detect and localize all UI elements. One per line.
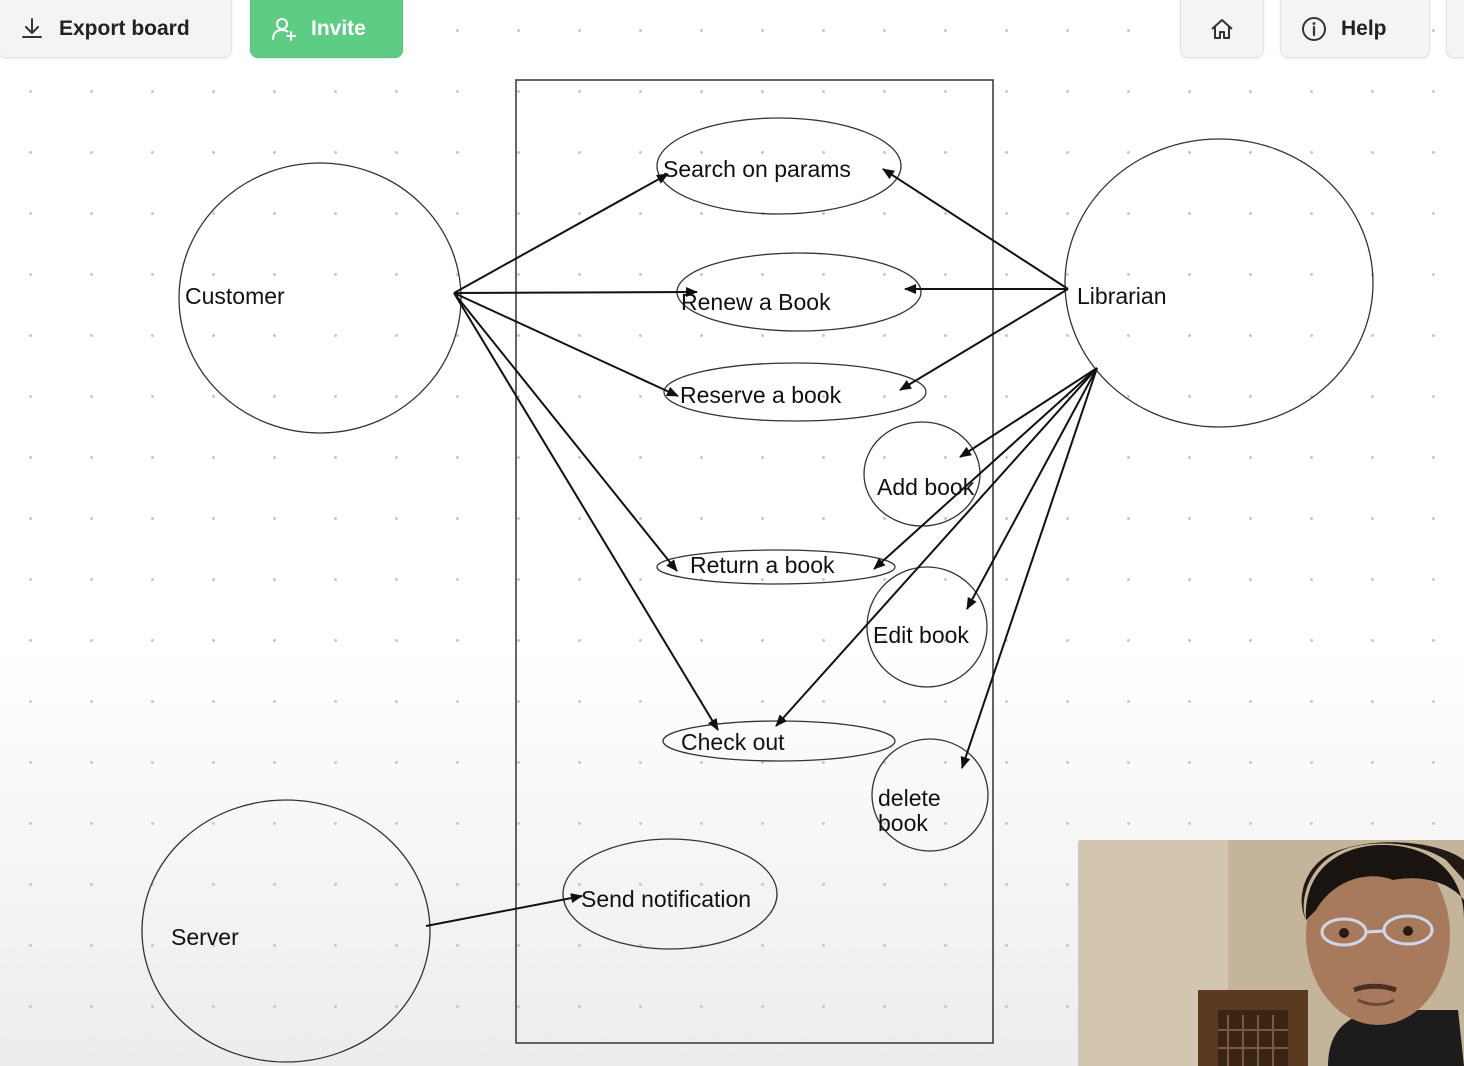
assoc-librarian-delete	[960, 367, 1098, 769]
usecase-reserve-shape[interactable]	[663, 362, 927, 422]
usecase-search-label: Search on params	[663, 156, 851, 182]
export-board-label: Export board	[59, 16, 190, 40]
assoc-customer-reserve	[453, 292, 679, 397]
usecase-checkout-label: Check out	[681, 729, 785, 755]
assoc-customer-renew	[453, 287, 698, 298]
info-icon	[1301, 16, 1327, 42]
help-label: Help	[1341, 16, 1387, 40]
home-button[interactable]	[1180, 0, 1264, 58]
usecase-return-shape[interactable]	[656, 549, 896, 585]
invite-label: Invite	[311, 16, 366, 40]
assoc-librarian-add	[959, 367, 1098, 458]
usecase-renew-label: Renew a Book	[681, 289, 831, 315]
usecase-notify-shape[interactable]	[562, 838, 778, 950]
usecase-edit-shape[interactable]	[866, 566, 988, 688]
usecase-delete-label-line1: delete	[878, 785, 941, 811]
presenter-portrait	[1078, 840, 1464, 1066]
usecase-notify-label: Send notification	[581, 886, 751, 912]
assoc-librarian-edit	[966, 367, 1098, 610]
home-icon	[1209, 16, 1235, 42]
assoc-librarian-checkout	[775, 367, 1098, 727]
assoc-librarian-return	[873, 367, 1098, 570]
actor-server-shape[interactable]	[141, 799, 431, 1063]
usecase-reserve-label: Reserve a book	[680, 382, 842, 408]
usecase-add-label: Add book	[877, 474, 975, 500]
usecase-delete-label-line2: book	[878, 810, 928, 836]
assoc-librarian-reserve	[899, 288, 1069, 391]
actor-server-label: Server	[171, 924, 239, 950]
download-icon	[19, 16, 45, 42]
export-board-button[interactable]: Export board	[0, 0, 232, 58]
actor-customer-label: Customer	[185, 283, 285, 309]
usecase-return-label: Return a book	[690, 552, 835, 578]
actor-librarian-label: Librarian	[1077, 283, 1167, 309]
actor-librarian-shape[interactable]	[1064, 138, 1374, 428]
assoc-customer-return	[453, 292, 678, 572]
add-user-icon	[271, 16, 297, 42]
toolbar-extra-button[interactable]	[1446, 0, 1464, 58]
usecase-delete-shape[interactable]	[871, 738, 989, 852]
usecase-edit-label: Edit book	[873, 622, 969, 648]
assoc-customer-checkout	[453, 292, 719, 731]
assoc-customer-search	[453, 173, 669, 294]
assoc-server-notify	[425, 893, 583, 927]
presenter-webcam-video	[1078, 840, 1464, 1066]
help-button[interactable]: Help	[1280, 0, 1430, 58]
assoc-librarian-search	[882, 168, 1069, 290]
usecase-search-shape[interactable]	[656, 117, 902, 215]
actor-customer-shape[interactable]	[178, 162, 462, 434]
invite-button[interactable]: Invite	[250, 0, 403, 58]
